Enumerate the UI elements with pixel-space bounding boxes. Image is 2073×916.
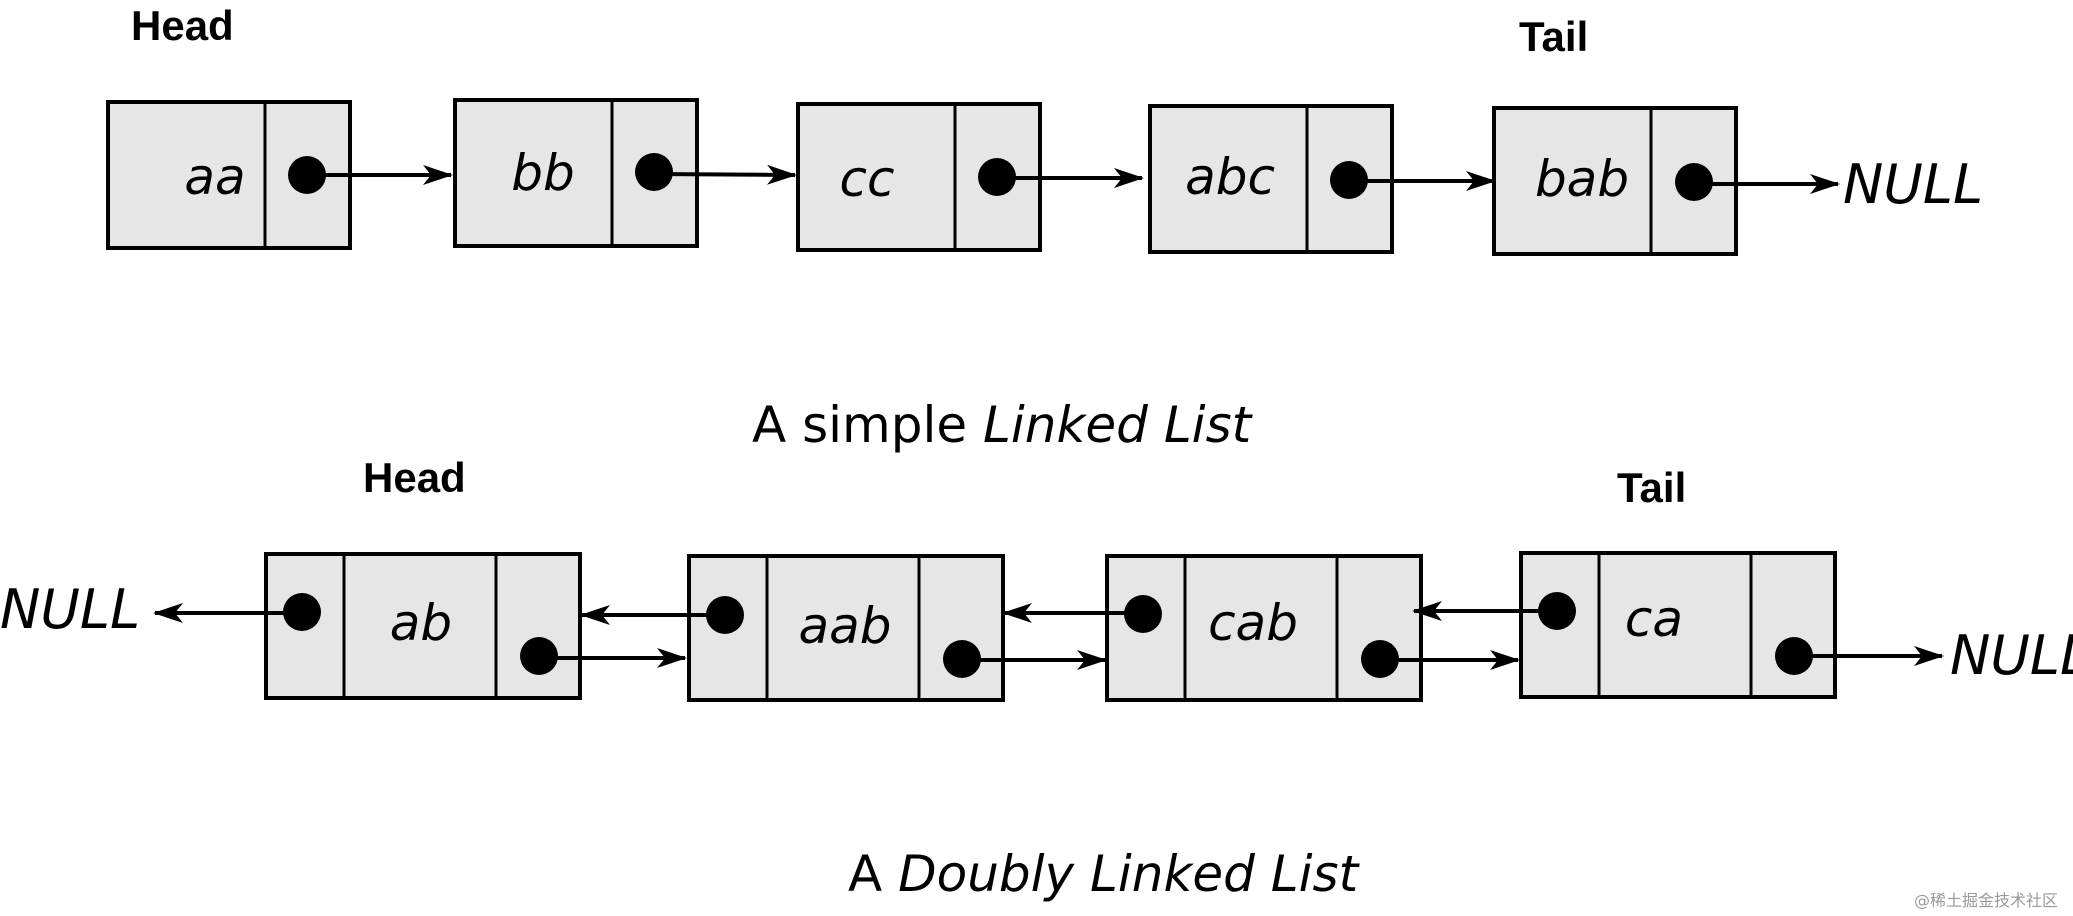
doubly-node-2: aab — [687, 554, 1005, 702]
doubly-null-right-label: NULL — [1950, 624, 2073, 687]
singly-head-label: Head — [131, 2, 234, 49]
singly-node-5: bab — [1492, 106, 1738, 256]
singly-node-5-value: bab — [1535, 150, 1629, 208]
doubly-tail-label: Tail — [1617, 464, 1686, 511]
doubly-node-1-value: ab — [390, 594, 452, 652]
doubly-node-4: ca — [1519, 551, 1837, 699]
singly-next-arrow-2 — [653, 164, 797, 185]
doubly-node-1: ab — [264, 552, 582, 700]
singly-node-4-value: abc — [1185, 148, 1275, 206]
singly-node-4: abc — [1148, 104, 1394, 254]
doubly-node-3-value: cab — [1208, 594, 1298, 652]
singly-node-1-value: aa — [184, 148, 245, 206]
doubly-null-left-label: NULL — [0, 578, 140, 641]
singly-tail-label: Tail — [1519, 13, 1588, 60]
doubly-caption: A Doubly Linked List — [848, 845, 1361, 903]
doubly-node-4-value: ca — [1625, 590, 1683, 648]
singly-node-3-value: cc — [840, 150, 895, 208]
doubly-head-label: Head — [363, 454, 466, 501]
singly-node-2-pointer — [635, 153, 673, 191]
watermark-text: @稀土掘金技术社区 — [1914, 891, 2058, 910]
singly-node-2-value: bb — [511, 144, 574, 202]
singly-null-label: NULL — [1843, 153, 1983, 216]
doubly-node-3: cab — [1105, 554, 1423, 702]
doubly-node-2-value: aab — [798, 597, 891, 655]
doubly-linked-list: Head Tail NULL NULL ab aab — [0, 454, 2073, 903]
singly-caption: A simple Linked List — [752, 396, 1254, 454]
singly-linked-list: Head Tail aa bb cc ab — [106, 2, 1983, 454]
